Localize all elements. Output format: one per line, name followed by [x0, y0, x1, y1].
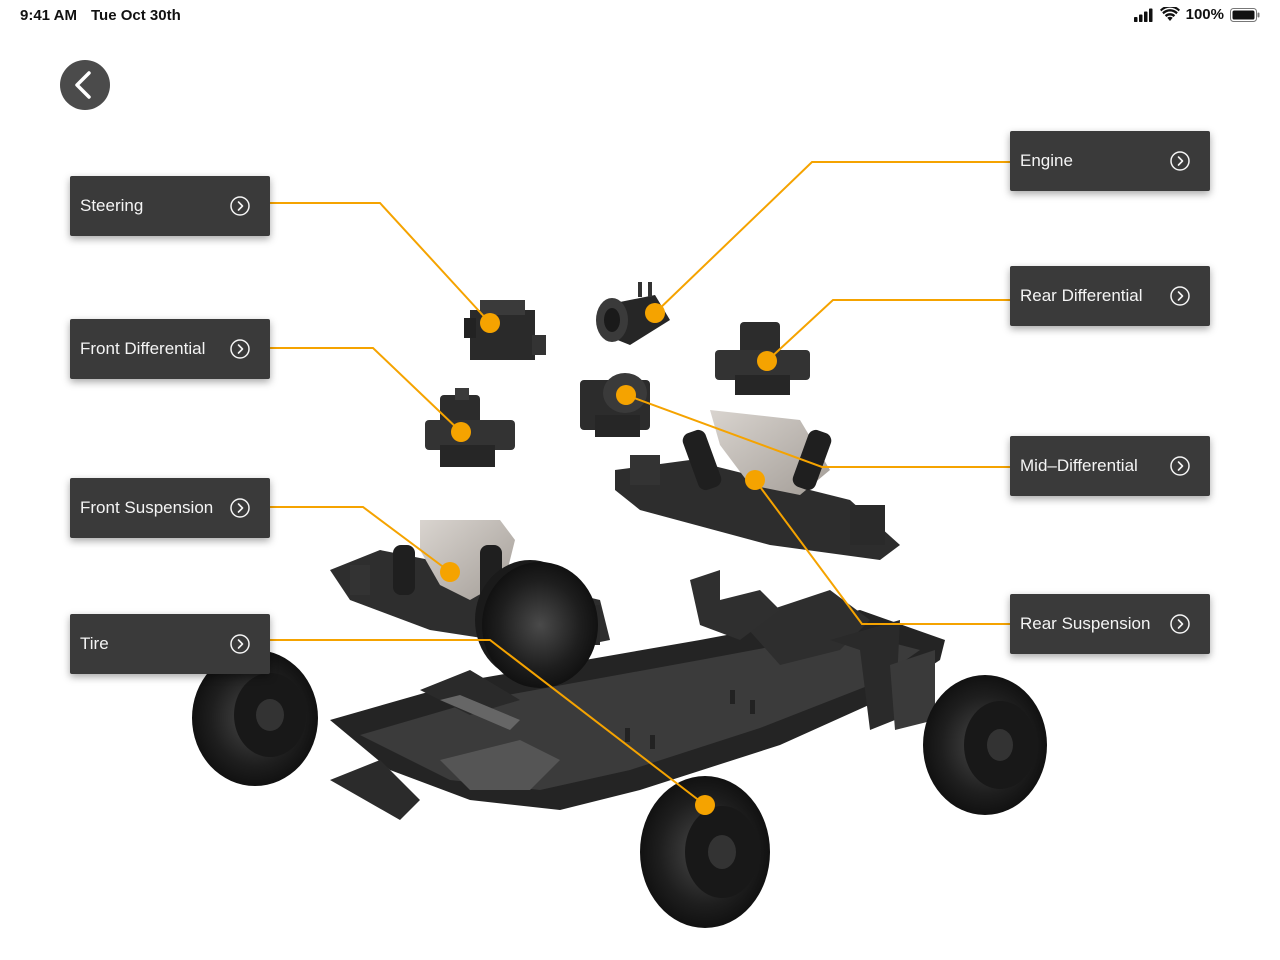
chevron-right-circle-icon — [230, 339, 250, 359]
signal-icon — [1133, 8, 1153, 22]
callout-line-mid-differential — [625, 394, 1010, 468]
callout-line-front-suspension — [270, 506, 451, 573]
callout-line-rear-differential — [766, 299, 1010, 362]
rear-suspension-part — [615, 410, 900, 560]
part-button-front-suspension[interactable]: Front Suspension — [70, 478, 270, 538]
hotspot-rear-suspension — [745, 470, 765, 490]
status-bar: 9:41 AM Tue Oct 30th 100% — [0, 0, 1280, 30]
part-label: Tire — [80, 634, 109, 653]
steering-part — [464, 300, 546, 360]
tire-front-right — [482, 562, 598, 688]
hotspot-mid-differential — [616, 385, 636, 405]
battery-percent: 100% — [1185, 6, 1224, 23]
mid-differential-part — [580, 373, 650, 437]
callout-lines — [270, 161, 1010, 806]
part-label: Rear Suspension — [1020, 614, 1151, 633]
chevron-right-circle-icon — [230, 634, 250, 654]
wifi-icon — [1159, 7, 1180, 21]
part-button-rear-suspension[interactable]: Rear Suspension — [1010, 594, 1210, 654]
hotspot-front-suspension — [440, 562, 460, 582]
front-differential-part — [425, 388, 515, 467]
part-button-tire[interactable]: Tire — [70, 614, 270, 674]
chevron-right-circle-icon — [230, 196, 250, 216]
hotspot-front-differential — [451, 422, 471, 442]
hotspot-engine — [645, 303, 665, 323]
chevron-right-circle-icon — [1170, 456, 1190, 476]
chassis — [330, 570, 945, 820]
part-label: Engine — [1020, 151, 1073, 170]
part-label: Mid–Differential — [1020, 456, 1138, 475]
status-date: Tue Oct 30th — [91, 7, 181, 24]
part-button-mid-differential[interactable]: Mid–Differential — [1010, 436, 1210, 496]
callout-line-engine — [654, 161, 1010, 314]
chevron-right-circle-icon — [1170, 151, 1190, 171]
callout-line-rear-suspension — [754, 479, 1010, 625]
status-indicators: 100% — [1133, 6, 1260, 23]
back-button[interactable] — [60, 60, 110, 110]
part-button-engine[interactable]: Engine — [1010, 131, 1210, 191]
part-label: Front Differential — [80, 339, 206, 358]
part-label: Steering — [80, 196, 144, 215]
callout-line-front-differential — [270, 347, 462, 433]
hotspot-tire — [695, 795, 715, 815]
tire-front-left — [192, 650, 318, 786]
tire-rear-right — [923, 675, 1047, 815]
part-button-rear-differential[interactable]: Rear Differential — [1010, 266, 1210, 326]
callout-line-tire — [270, 639, 706, 806]
hotspots — [440, 303, 777, 815]
chevron-right-circle-icon — [230, 498, 250, 518]
chevron-left-icon — [75, 71, 91, 99]
battery-icon — [1230, 7, 1260, 22]
part-label: Rear Differential — [1020, 286, 1143, 305]
callout-line-steering — [270, 202, 491, 324]
part-button-steering[interactable]: Steering — [70, 176, 270, 236]
chevron-right-circle-icon — [1170, 614, 1190, 634]
chevron-right-circle-icon — [1170, 286, 1190, 306]
part-label: Front Suspension — [80, 498, 214, 517]
part-button-front-differential[interactable]: Front Differential — [70, 319, 270, 379]
hotspot-rear-differential — [757, 351, 777, 371]
tire-rear-left — [640, 776, 770, 928]
hotspot-steering — [480, 313, 500, 333]
status-time: 9:41 AM — [20, 7, 77, 24]
